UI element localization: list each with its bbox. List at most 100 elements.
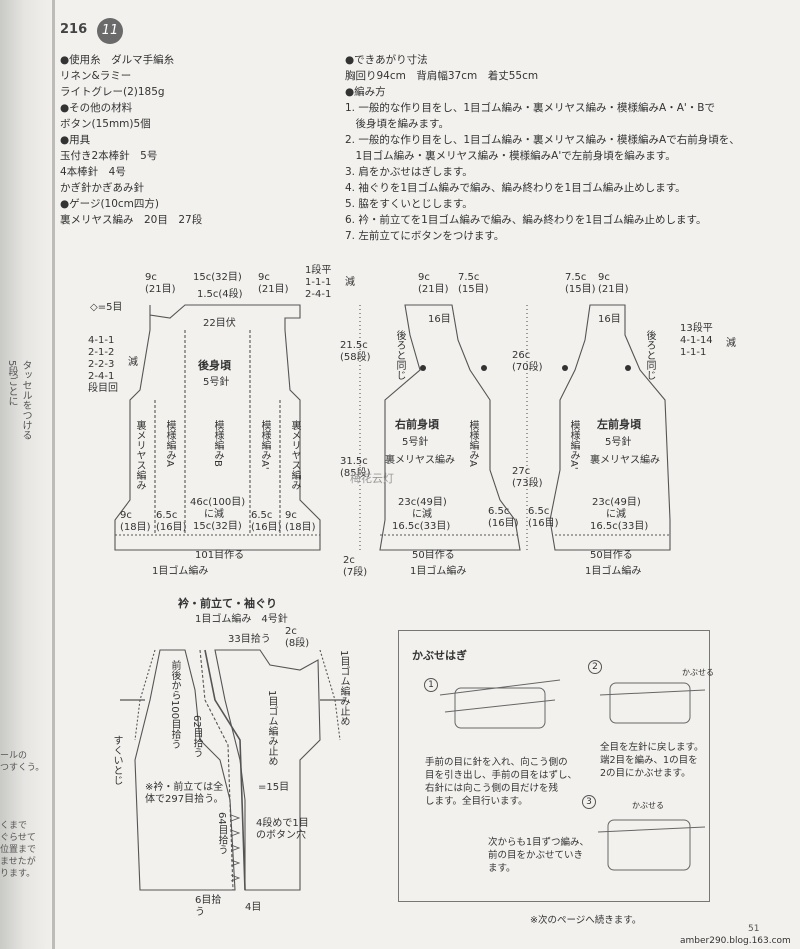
lf-needle: 5号針 <box>605 437 632 448</box>
collar-sub: 1目ゴム編み 4号針 <box>195 614 288 625</box>
lf-title: 左前身頃 <box>597 418 641 431</box>
back-col-4: 模様編みA' <box>259 420 270 470</box>
edge-text-3: ールのつすくう。 <box>0 751 45 773</box>
circle-note: ◇=5目 <box>90 302 123 313</box>
collar-note: ※衿・前立ては全体で297目拾う。 <box>145 782 224 805</box>
lf-same: 後ろと同じ <box>644 330 655 380</box>
back-cast-on: 101目作る <box>195 550 245 561</box>
collar-pick64: 64目拾う <box>216 812 227 855</box>
back-neck-bind: 22目伏 <box>203 318 236 329</box>
back-col-1: 裏メリヤス編み <box>134 420 145 490</box>
back-rib: 1目ゴム編み <box>152 566 209 577</box>
collar-stop2: 1目ゴム編み止め <box>266 690 277 767</box>
collar-right-body <box>214 649 321 891</box>
lf-bot: 16.5c(33目) <box>590 521 649 532</box>
step-3: 3 <box>582 795 596 809</box>
lf-side: 6.5c(16目) <box>528 506 559 529</box>
collar-pick2: 2c(8段) <box>285 626 310 649</box>
lf-rib: 1目ゴム編み <box>585 566 642 577</box>
material-line: ライトグレー(2)185g <box>60 86 165 98</box>
lf-top-1: 7.5c(15目) <box>565 272 596 295</box>
back-col-5: 裏メリヤス編み <box>289 420 300 490</box>
back-bot-3: 6.5c(16目) <box>251 510 282 533</box>
method-step: 6. 衿・前立てを1目ゴム編みで編み、編み終わりを1目ゴム編み止めします。 <box>345 214 707 226</box>
back-col-3: 模様編みB <box>212 420 223 467</box>
collar-pick1: 33目拾う <box>228 634 271 645</box>
back-mid-width: 46c(100目)に減 <box>190 497 246 520</box>
collar-side: すくいとじ <box>111 735 122 785</box>
kabuse-arrow-2: かぶせる <box>632 801 664 810</box>
lf-cast: 50目作る <box>590 550 633 561</box>
material-line: ●使用糸 ダルマ手編糸 <box>60 54 175 66</box>
finished-sizes: 胸回り94cm 背肩幅37cm 着丈55cm <box>345 70 539 82</box>
collar-pick62: 62目拾う <box>191 715 202 758</box>
material-line: 裏メリヤス編み 20目 27段 <box>60 214 203 226</box>
collar-button: 4段めで1目のボタン穴 <box>256 818 309 841</box>
page-number: 51 <box>748 924 760 934</box>
right-front-outline <box>379 304 521 551</box>
method-step: 1. 一般的な作り目をし、1目ゴム編み・裏メリヤス編み・模様編みA・A'・Bで <box>345 102 715 114</box>
back-bot-1: 9c(18目) <box>120 510 151 533</box>
kabuse-step1-text: 手前の目に針を入れ、向こう側の目を引き出し、手前の目をはずし、右針には向こう側の… <box>425 757 578 807</box>
kabuse-box <box>398 630 710 902</box>
rf-needle: 5号針 <box>402 437 429 448</box>
collar-mark: =15目 <box>258 782 290 793</box>
book-spine <box>52 0 55 949</box>
collar-back-pick: 前後から100目拾う <box>169 660 180 750</box>
materials-list: ●使用糸 ダルマ手編糸 リネン&ラミー ライトグレー(2)185g ●その他の材… <box>60 52 202 228</box>
method-step: 1目ゴム編み・裏メリヤス編み・模様編みA'で左前身頃を編みます。 <box>345 150 676 162</box>
shoulder-gen: 減 <box>345 277 355 288</box>
lf-mid: 23c(49目)に減 <box>592 497 641 520</box>
method-step: 7. 左前立てにボタンをつけます。 <box>345 230 505 242</box>
back-col-2: 模様編みA <box>164 420 175 467</box>
rf-cast: 50目作る <box>412 550 455 561</box>
collar-title: 衿・前立て・袖ぐり <box>178 597 277 610</box>
method-step: 5. 脇をすくいとじします。 <box>345 198 473 210</box>
back-top-left: 9c(21目) <box>145 272 176 295</box>
lf-col: 模様編みA' <box>568 420 579 470</box>
material-line: かぎ針かぎあみ針 <box>60 182 144 194</box>
source-url: amber290.blog.163.com <box>680 936 791 946</box>
back-mid-stitch: 15c(32目) <box>193 521 242 532</box>
kabuse-step3-text: 次からも1目ずつ編み、前の目をかぶせていきます。 <box>488 837 590 874</box>
pattern-number-badge: 11 <box>97 18 123 44</box>
collar-armhole-stop: 1目ゴム編み止め <box>338 650 349 727</box>
rf-bot: 16.5c(33目) <box>392 521 451 532</box>
back-piece-outline <box>114 304 321 551</box>
back-neck-depth: 1.5c(4段) <box>197 289 243 300</box>
back-top-mid: 15c(32目) <box>193 272 242 283</box>
collar-four: 4目 <box>245 902 262 913</box>
kabuse-title: かぶせはぎ <box>412 649 467 662</box>
rf-col: 模様編みA <box>467 420 478 467</box>
rf-mid: 23c(49目)に減 <box>398 497 447 520</box>
center-height-lower: 27c(73段) <box>512 466 543 489</box>
material-line: 4本棒針 4号 <box>60 166 126 178</box>
edge-text-4: くまでぐらせて位置までませたがります。 <box>0 821 37 879</box>
back-title: 後身頃 <box>198 359 231 372</box>
rf-stitch: 裏メリヤス編み <box>385 455 455 466</box>
edge-text-2: タッセルをつける <box>20 360 31 440</box>
rf-same: 後ろと同じ <box>394 330 405 380</box>
lf-top-rows: 16目 <box>598 314 621 325</box>
rf-top-2: 7.5c(15目) <box>458 272 489 295</box>
step-1: 1 <box>424 678 438 692</box>
rf-rib: 1目ゴム編み <box>410 566 467 577</box>
rf-top-1: 9c(21目) <box>418 272 449 295</box>
left-front-outline <box>549 304 671 551</box>
material-line: 玉付き2本棒針 5号 <box>60 150 158 162</box>
edge-text-1: 5段ごとに <box>6 360 17 407</box>
material-line: ●用具 <box>60 134 91 146</box>
rf-side: 6.5c(16目) <box>488 506 519 529</box>
height-rib: 2c(7段) <box>343 555 368 578</box>
method-step: 2. 一般的な作り目をし、1目ゴム編み・裏メリヤス編み・模様編みAで右前身頃を、 <box>345 134 740 146</box>
material-line: ボタン(15mm)5個 <box>60 118 151 130</box>
method-step: 4. 袖ぐりを1目ゴム編みで編み、編み終わりを1目ゴム編み止めします。 <box>345 182 686 194</box>
lf-top-2: 9c(21目) <box>598 272 629 295</box>
step-2: 2 <box>588 660 602 674</box>
rf-top-rows: 16目 <box>428 314 451 325</box>
